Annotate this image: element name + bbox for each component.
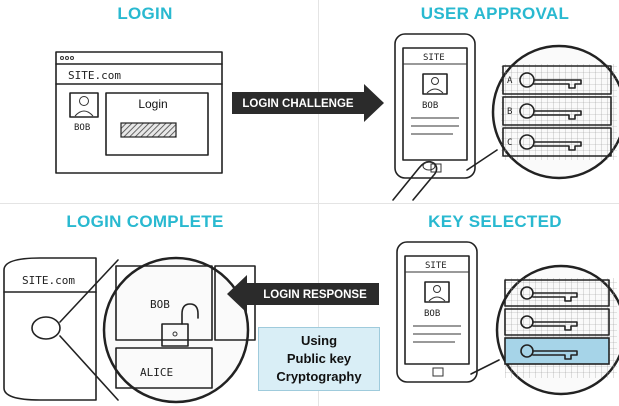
approval-user-label: BOB — [422, 101, 438, 111]
login-title: LOGIN — [117, 4, 173, 23]
key-slot-c — [502, 127, 612, 157]
login-box — [105, 92, 209, 156]
complete-other-user-label: ALICE — [140, 366, 173, 379]
complete-user-label: BOB — [150, 298, 170, 311]
finger — [392, 160, 438, 201]
crypto-note-line-3: Cryptography — [276, 369, 362, 384]
key-selected-title: KEY SELECTED — [428, 212, 562, 231]
selected-slot-a — [504, 279, 610, 307]
locker-bottom — [115, 347, 213, 389]
zoom-spot — [31, 316, 61, 340]
login-challenge-arrow: LOGIN CHALLENGE — [232, 84, 384, 122]
key-letter-a: A — [507, 76, 513, 86]
login-response-label: LOGIN RESPONSE — [263, 289, 367, 301]
key-selected-sketch: SITE BOB — [396, 241, 619, 396]
server-barrel — [3, 257, 97, 401]
crypto-note-line-2: Public key — [286, 351, 352, 366]
unlocked-padlock-icon — [161, 303, 199, 347]
crypto-note-line-1: Using — [300, 333, 338, 348]
key-c-icon — [519, 134, 582, 151]
phone-device — [394, 33, 476, 179]
selected-key-icon — [520, 344, 578, 360]
key-b-icon — [519, 103, 582, 120]
user-approval-sketch: SITE BOB A B C — [392, 33, 619, 201]
key-b2-icon — [520, 315, 578, 331]
login-complete-title: LOGIN COMPLETE — [66, 212, 224, 231]
approval-site-label: SITE — [423, 53, 445, 63]
key-slot-a — [502, 65, 612, 95]
login-challenge-label: LOGIN CHALLENGE — [242, 98, 353, 110]
locker-top-left — [115, 265, 213, 341]
key-a2-icon — [520, 286, 578, 302]
login-box-label: Login — [138, 97, 167, 111]
login-avatar — [69, 92, 99, 118]
complete-site-label: SITE.com — [22, 274, 75, 287]
key-letter-c: C — [507, 138, 512, 148]
selected-user-label: BOB — [424, 309, 440, 319]
phone-device-2 — [396, 241, 478, 383]
key-letter-b: B — [507, 107, 512, 117]
login-site-label: SITE.com — [68, 69, 121, 82]
approval-avatar — [422, 73, 448, 95]
login-complete-sketch: SITE.com BOB ALICE — [3, 256, 256, 404]
horizontal-divider — [0, 203, 619, 204]
login-user-label: BOB — [74, 123, 90, 133]
login-browser-sketch: SITE.com BOB Login — [55, 51, 223, 174]
selected-site-label: SITE — [425, 261, 447, 271]
key-a-icon — [519, 72, 582, 89]
selected-slot-b — [504, 308, 610, 336]
key-slot-b — [502, 96, 612, 126]
login-response-arrow: LOGIN RESPONSE — [227, 275, 379, 313]
selected-avatar — [424, 281, 450, 303]
login-submit-bar — [120, 122, 177, 138]
user-approval-title: USER APPROVAL — [420, 4, 570, 23]
crypto-note: Using Public key Cryptography — [258, 327, 380, 391]
